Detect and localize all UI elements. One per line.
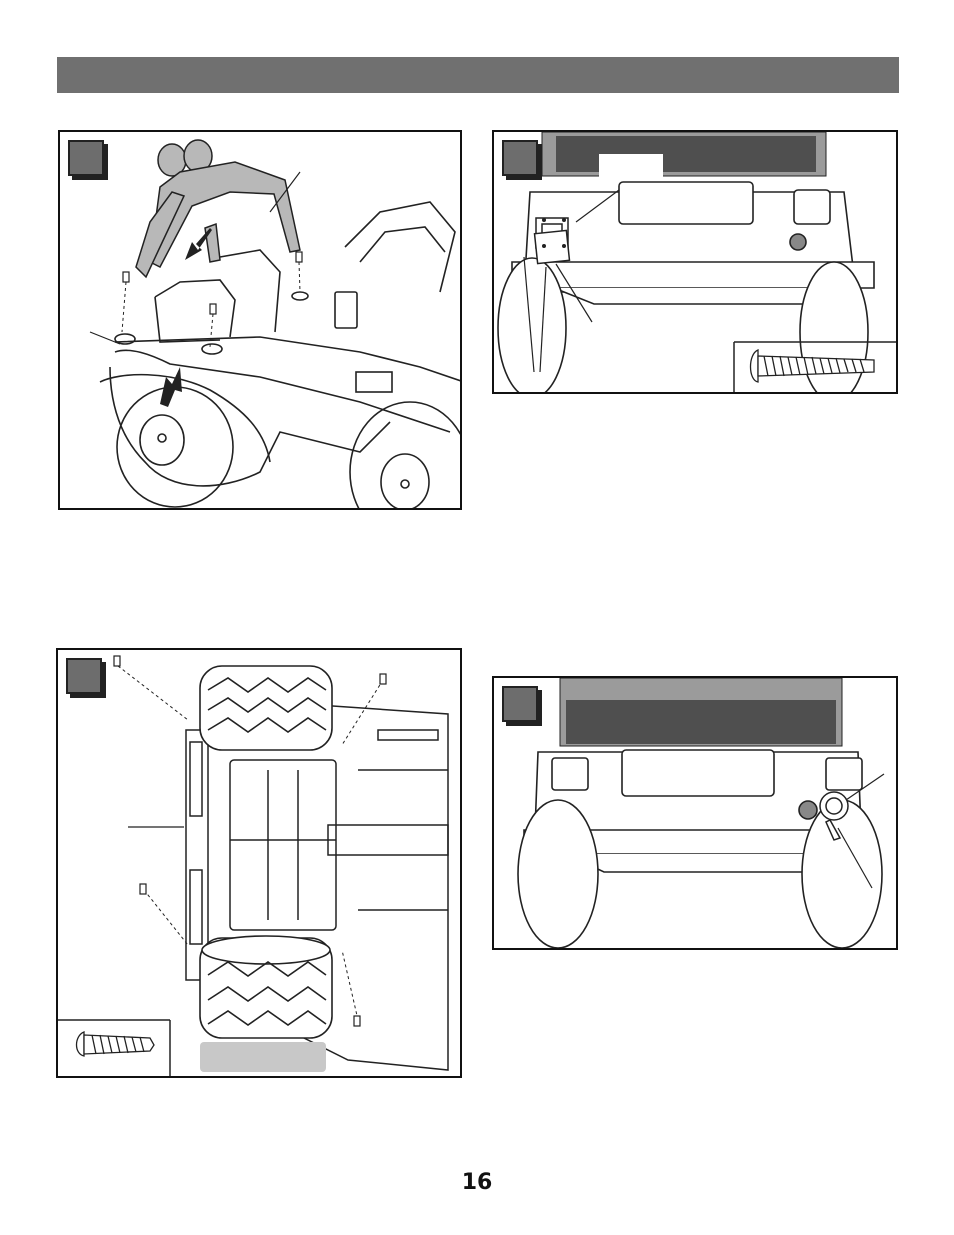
tail-light-icon [535,218,570,264]
vehicle-rear-icon [518,750,882,948]
roll-bar-icon [136,140,300,277]
step-panel-roll-bar [58,130,462,510]
step-number-square [502,686,538,722]
step-number-square [502,140,538,176]
rear-connector-illustration [494,678,898,950]
screw-inset [58,1020,170,1078]
roll-bar-illustration [60,132,462,510]
step-panel-tail-light [492,130,898,394]
section-header-bar [57,57,899,93]
step-number-square [66,658,102,694]
step-number-square [68,140,104,176]
rear-tires-illustration [58,650,462,1078]
step-panel-rear-connector [492,676,898,950]
screw-icon [77,1032,155,1056]
step-panel-rear-tires [56,648,462,1078]
tail-light-illustration [494,132,898,394]
rear-tire-icon [200,936,332,1038]
part-label-box [200,1042,326,1072]
page-number: 16 [0,1170,954,1195]
rear-tire-icon [200,666,332,750]
